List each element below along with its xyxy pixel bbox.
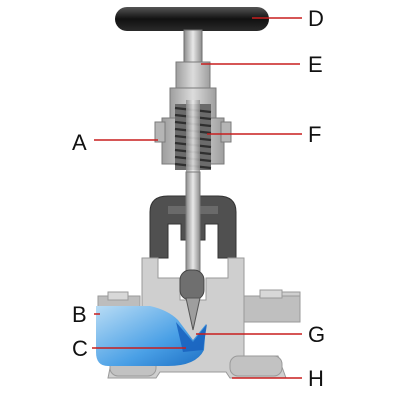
handwheel-body (115, 7, 269, 31)
threaded-stem (174, 100, 212, 172)
callout-d: D (308, 6, 324, 31)
callout-g: G (308, 322, 325, 347)
callout-b: B (72, 302, 87, 327)
callout-a: A (72, 130, 87, 155)
callout-f: F (308, 122, 321, 147)
leader-lines (92, 17, 302, 379)
handwheel (115, 7, 269, 31)
valve-stem-lower (185, 171, 201, 283)
callout-c: C (72, 336, 88, 361)
callout-e: E (308, 52, 323, 77)
needle-tip (179, 269, 205, 331)
fluid-passage (96, 306, 207, 366)
callout-labels: D E A F B C G H (72, 6, 325, 391)
callout-h: H (308, 366, 324, 391)
